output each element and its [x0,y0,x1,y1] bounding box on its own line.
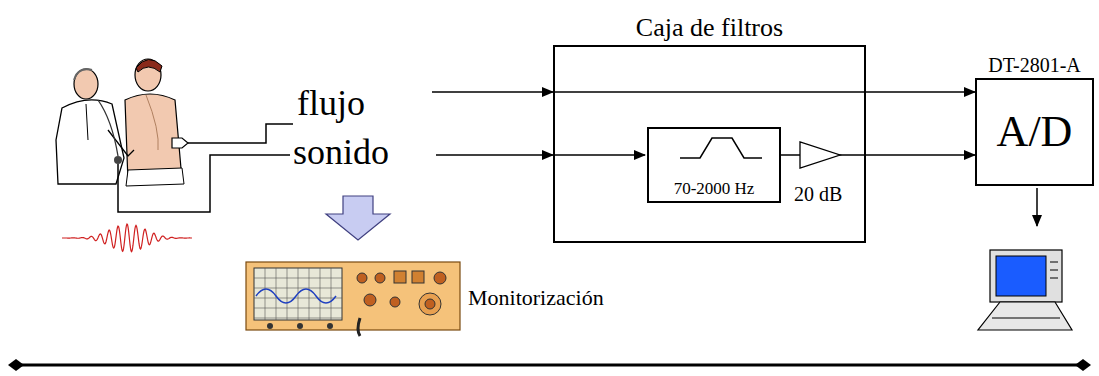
converter-label: A/D [997,108,1073,156]
monitoring-label: Monitorización [468,286,604,310]
patient-figure [125,59,184,186]
flow-wire [188,124,293,143]
passband-label: 70-2000 Hz [674,180,755,199]
computer-icon [978,250,1072,330]
filter-input-arrow [555,154,645,156]
flow-input-arrow [432,91,553,93]
filter-enclosure: Caja de filtros70-2000 Hz [553,45,866,243]
amplifier-symbol [800,142,840,168]
ad-converter-box: DT-2801-AA/D [975,78,1094,186]
mouthpiece-symbol [172,138,188,148]
sound-signal-label: sonido [293,133,389,173]
signal-connector [866,91,975,93]
bandpass-symbol [680,138,762,158]
flow-through-wire [555,91,866,93]
device-model: DT-2801-A [988,54,1081,76]
doctor-figure [56,69,134,184]
gain-label: 20 dB [794,183,842,205]
oscilloscope-icon [246,262,460,336]
bottom-rule [8,359,1091,371]
sound-input-arrow [436,154,553,156]
bandpass-filter-box: 70-2000 Hz [647,127,781,203]
output-arrow [1036,188,1038,226]
flow-signal-label: flujo [297,84,365,124]
sound-waveform [62,224,192,252]
sound-wire [118,155,290,212]
monitor-arrow [326,196,390,240]
filter-box-title: Caja de filtros [636,14,783,43]
